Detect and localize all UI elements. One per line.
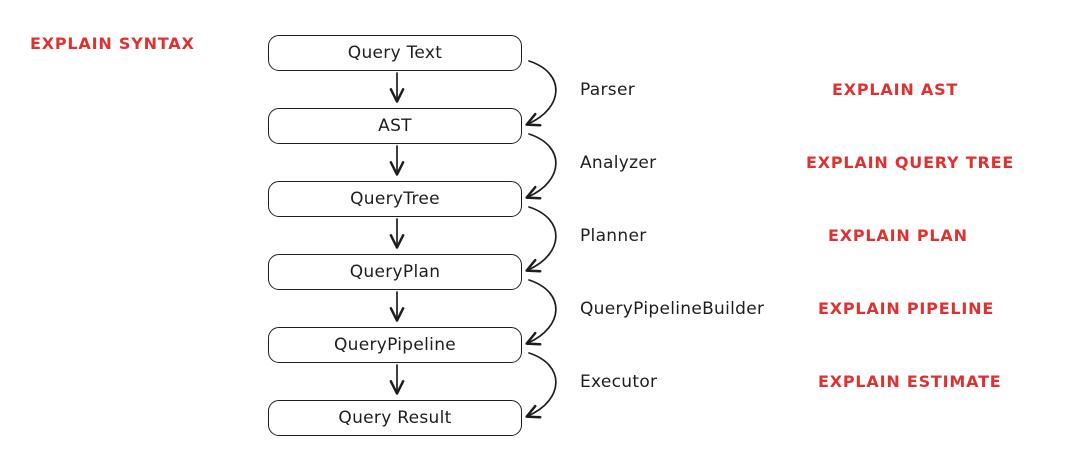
stage-label-querypipelinebuilder: QueryPipelineBuilder [580, 299, 765, 319]
explain-plan-label: EXPLAIN PLAN [828, 226, 968, 245]
explain-ast-label: EXPLAIN AST [832, 80, 959, 99]
node-ast: AST [268, 108, 522, 144]
node-query-text: Query Text [268, 35, 522, 71]
explain-syntax-label: EXPLAIN SYNTAX [30, 34, 195, 53]
stage-label-parser: Parser [580, 80, 635, 100]
explain-query-tree-label: EXPLAIN QUERY TREE [806, 153, 1015, 172]
stage-label-executor: Executor [580, 372, 658, 392]
node-query-pipeline: QueryPipeline [268, 327, 522, 363]
stage-label-planner: Planner [580, 226, 647, 246]
explain-estimate-label: EXPLAIN ESTIMATE [818, 372, 1002, 391]
stage-arrow-querypipelinebuilder [525, 279, 557, 346]
explain-pipeline-label: EXPLAIN PIPELINE [818, 299, 995, 318]
node-query-plan: QueryPlan [268, 254, 522, 290]
stage-arrow-analyzer [525, 133, 557, 200]
stage-arrow-parser [525, 60, 557, 127]
stage-arrow-planner [525, 206, 557, 273]
node-query-tree: QueryTree [268, 181, 522, 217]
stage-arrow-executor [525, 352, 557, 419]
node-query-result: Query Result [268, 400, 522, 436]
stage-label-analyzer: Analyzer [580, 153, 657, 173]
